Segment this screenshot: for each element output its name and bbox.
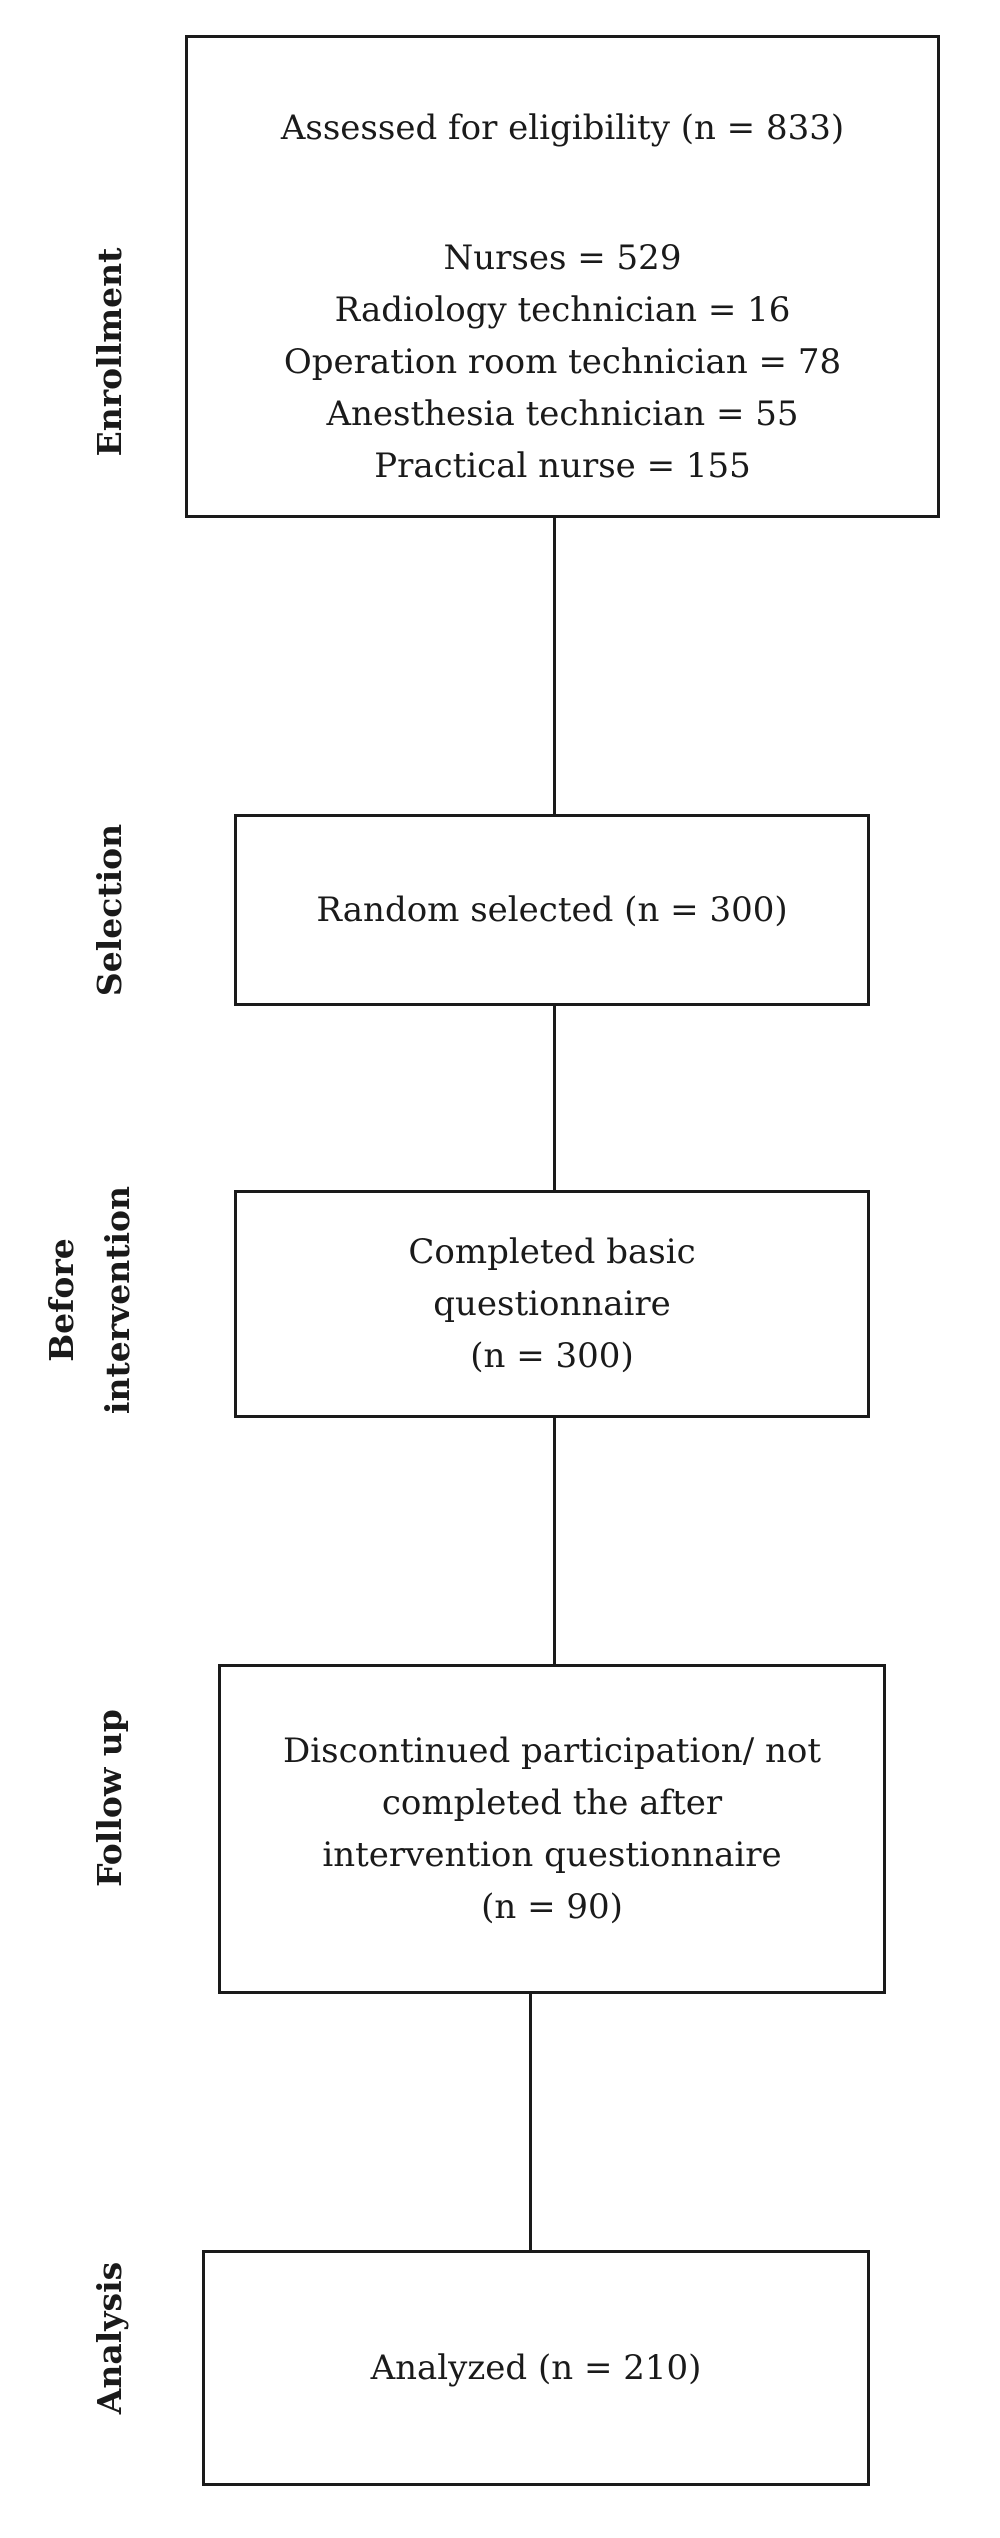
enrollment-item-operation-room: Operation room technician = 78 bbox=[283, 342, 842, 382]
analysis-box: Analyzed (n = 210) bbox=[202, 2250, 870, 2486]
selection-text: Random selected (n = 300) bbox=[316, 890, 788, 930]
stage-before-line2: intervention bbox=[98, 1185, 137, 1415]
stage-analysis-text: Analysis bbox=[90, 2261, 129, 2415]
stage-label-enrollment: Enrollment bbox=[80, 152, 140, 552]
before-line1: Completed basic bbox=[408, 1232, 696, 1272]
stage-label-analysis: Analysis bbox=[80, 2138, 140, 2538]
followup-line1: Discontinued participation/ not bbox=[283, 1731, 821, 1771]
stage-label-selection: Selection bbox=[80, 710, 140, 1110]
enrollment-item-radiology: Radiology technician = 16 bbox=[334, 290, 791, 330]
connector-before-followup bbox=[553, 1418, 556, 1664]
analysis-text: Analyzed (n = 210) bbox=[370, 2348, 702, 2388]
stage-follow-up-text: Follow up bbox=[90, 1709, 129, 1887]
stage-label-follow-up: Follow up bbox=[80, 1598, 140, 1998]
eligibility-heading: Assessed for eligibility (n = 833) bbox=[280, 108, 845, 148]
stage-selection-text: Selection bbox=[90, 823, 129, 997]
stage-label-before-intervention: Before intervention bbox=[30, 1150, 150, 1450]
enrollment-item-nurses: Nurses = 529 bbox=[443, 238, 682, 278]
followup-line4: (n = 90) bbox=[481, 1887, 623, 1927]
stage-before-line1: Before bbox=[42, 1238, 81, 1362]
followup-line3: intervention questionnaire bbox=[322, 1835, 782, 1875]
enrollment-box: Assessed for eligibility (n = 833) Nurse… bbox=[185, 35, 940, 518]
enrollment-item-anesthesia: Anesthesia technician = 55 bbox=[326, 394, 799, 434]
connector-selection-before bbox=[553, 1006, 556, 1190]
before-line2: questionnaire bbox=[433, 1284, 671, 1324]
before-intervention-box: Completed basic questionnaire (n = 300) bbox=[234, 1190, 870, 1418]
stage-enrollment-text: Enrollment bbox=[90, 247, 129, 457]
connector-enrollment-selection bbox=[553, 518, 556, 814]
connector-followup-analysis bbox=[529, 1994, 532, 2250]
followup-box: Discontinued participation/ not complete… bbox=[218, 1664, 886, 1994]
selection-box: Random selected (n = 300) bbox=[234, 814, 870, 1006]
followup-line2: completed the after bbox=[381, 1783, 723, 1823]
before-line3: (n = 300) bbox=[470, 1336, 634, 1376]
enrollment-item-practical-nurse: Practical nurse = 155 bbox=[374, 446, 751, 486]
